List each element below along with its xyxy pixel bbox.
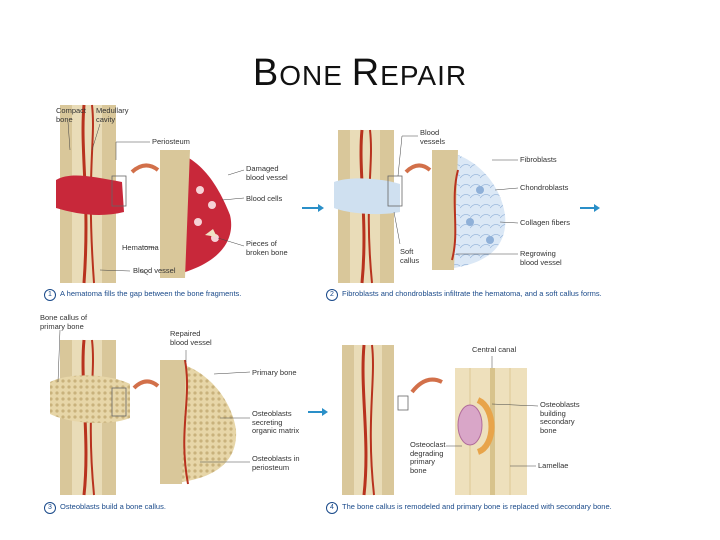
label-blood-vessels: Blood vessels xyxy=(420,128,446,146)
label-fibroblasts: Fibroblasts xyxy=(520,155,557,164)
label-soft-callus: Soft callus xyxy=(400,247,420,265)
step-number-4: 4 xyxy=(326,502,338,514)
label-primary-bone: Primary bone xyxy=(252,368,297,377)
label-chondroblasts: Chondroblasts xyxy=(520,183,569,192)
osteoblast-row xyxy=(476,397,495,455)
label-blood-cells: Blood cells xyxy=(246,194,283,203)
panel-4 xyxy=(342,344,527,496)
label-lamellae: Lamellae xyxy=(538,461,569,470)
label-hematoma: Hematoma xyxy=(122,243,159,252)
zoom-arrow-1 xyxy=(130,163,160,174)
label-osteoblasts-periosteum: Osteoblasts in periosteum xyxy=(252,454,300,472)
panel-1 xyxy=(56,104,232,284)
label-osteoclast: Osteoclast degrading primary bone xyxy=(410,440,446,475)
step-number-2: 2 xyxy=(326,289,338,301)
page-title: BONE REPAIR xyxy=(252,52,468,94)
osteoclast xyxy=(457,404,483,446)
bone-callus-3 xyxy=(50,375,130,423)
label-regrowing-vessel: Regrowing blood vessel xyxy=(520,249,562,267)
label-compact-bone: Compact bone xyxy=(56,106,87,124)
label-medullary-cavity: Medullary cavity xyxy=(96,106,129,124)
panel-3 xyxy=(50,339,237,496)
label-repaired-vessel: Repaired blood vessel xyxy=(170,329,212,347)
soft-callus-2 xyxy=(334,178,400,215)
label-bone-callus: Bone callus of primary bone xyxy=(40,313,88,331)
label-pieces-of-broken-bone: Pieces of broken bone xyxy=(246,239,288,257)
step-number-3: 3 xyxy=(44,502,56,514)
label-osteoblasts-secreting: Osteoblasts secreting organic matrix xyxy=(252,409,300,435)
label-damaged-vessel: Damaged blood vessel xyxy=(246,164,288,182)
label-collagen-fibers: Collagen fibers xyxy=(520,218,571,227)
label-periosteum: Periosteum xyxy=(152,137,190,146)
step-number-1: 1 xyxy=(44,289,56,301)
panel-2 xyxy=(334,129,506,284)
label-blood-vessel: Blood vessel xyxy=(133,266,176,275)
label-central-canal: Central canal xyxy=(472,345,517,354)
hematoma-mass-1 xyxy=(56,175,124,215)
label-osteoblasts-building: Osteoblasts building secondary bone xyxy=(540,400,580,435)
